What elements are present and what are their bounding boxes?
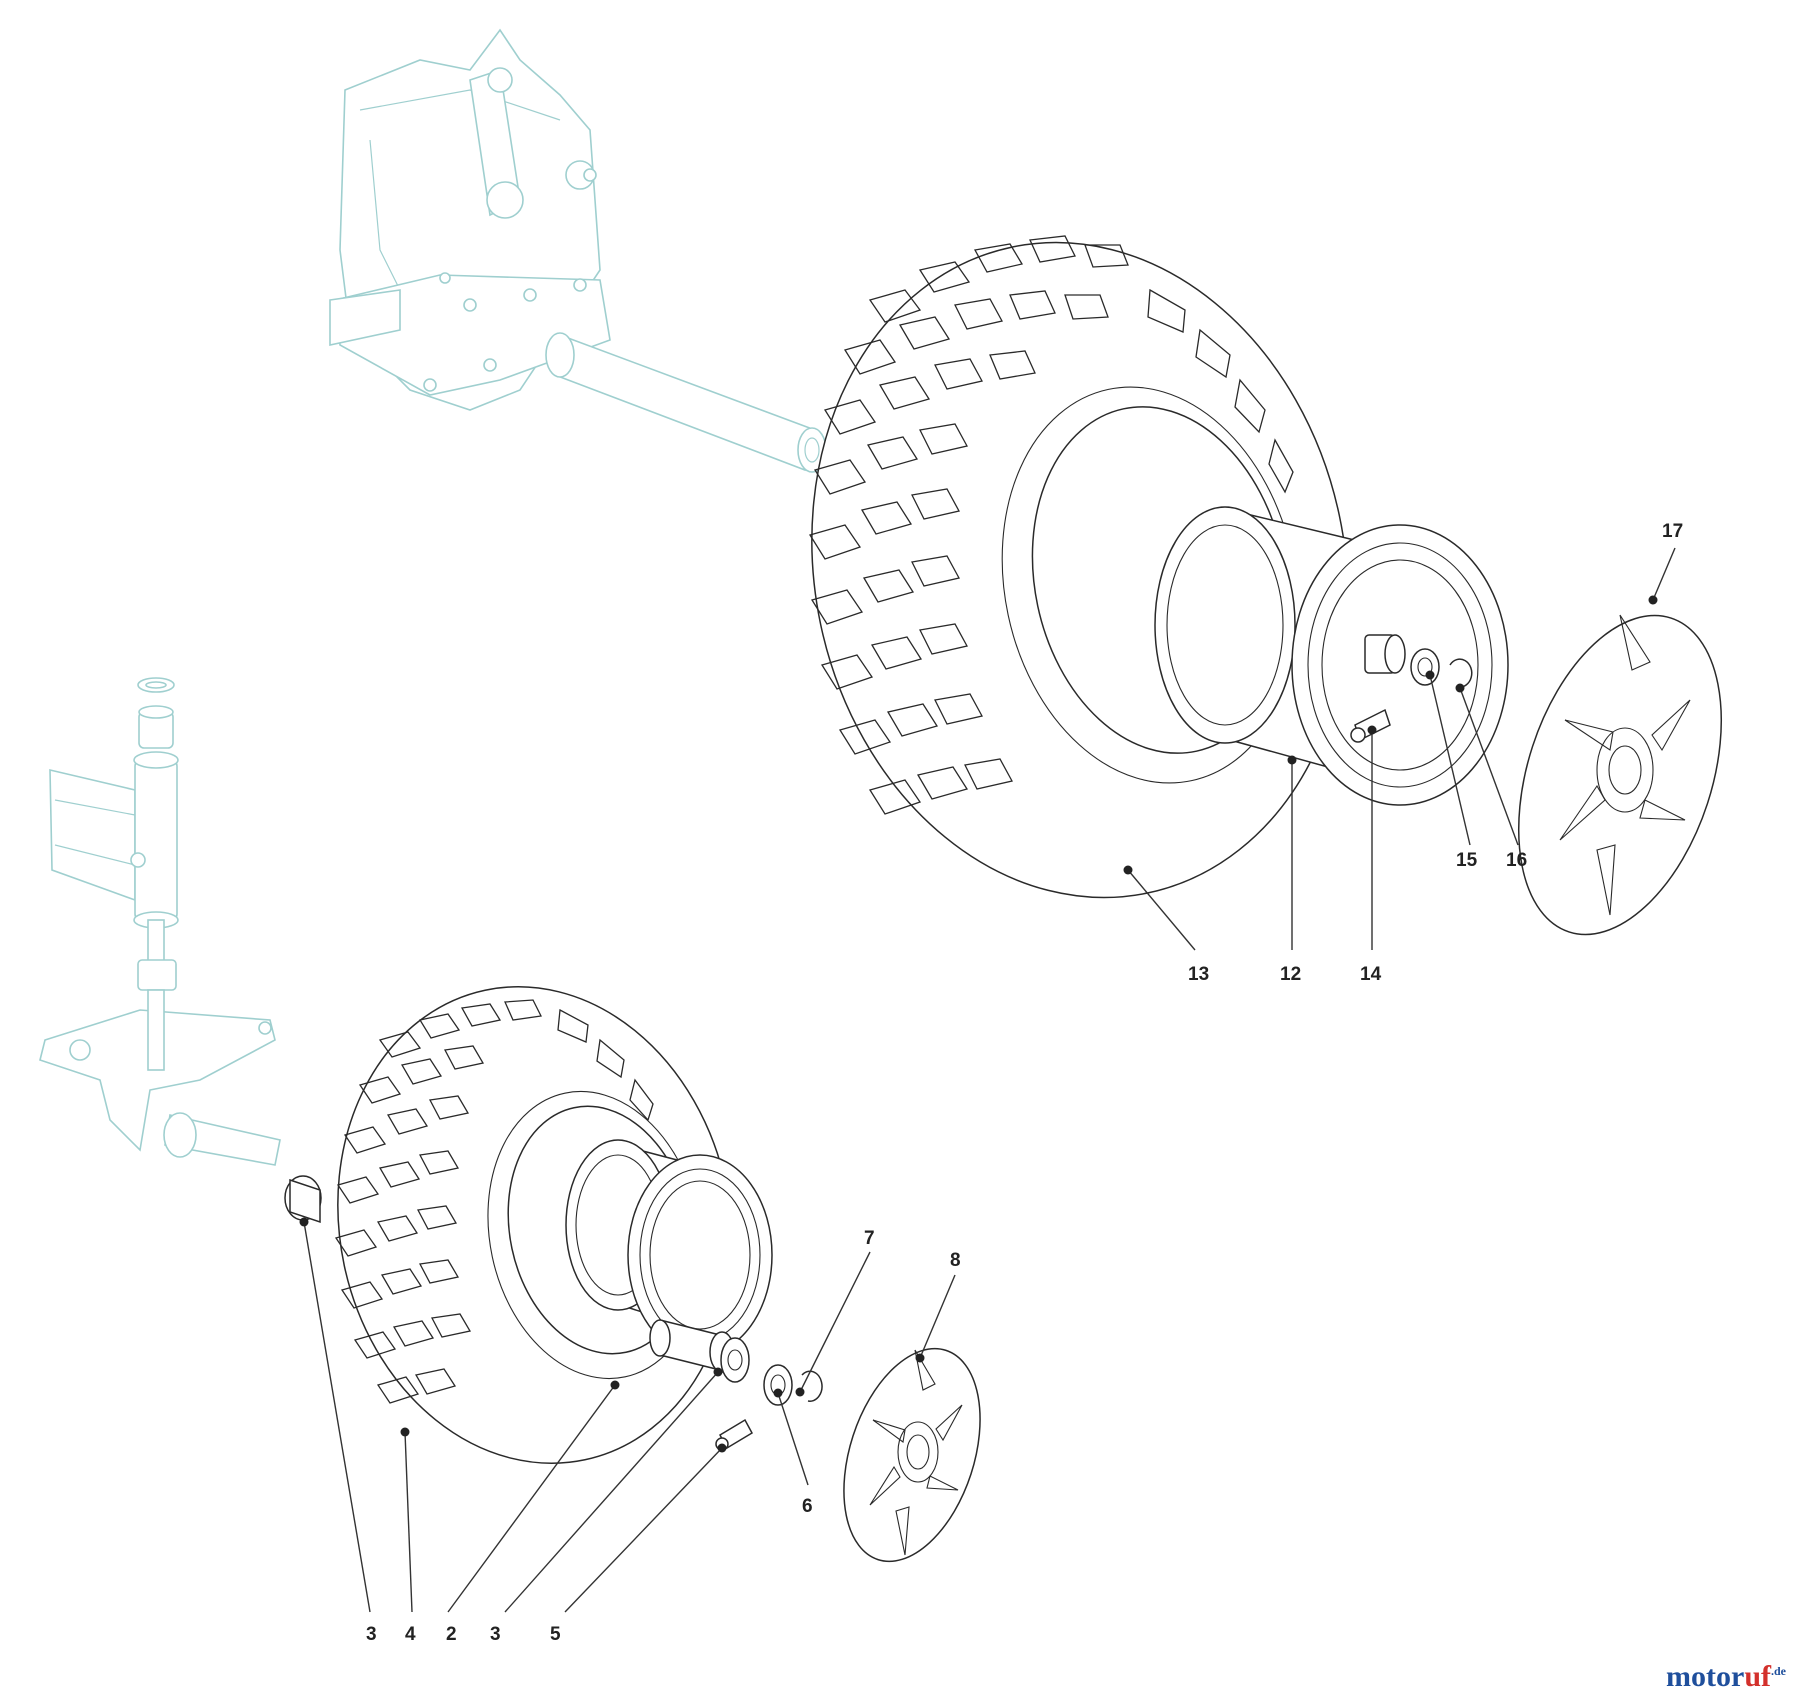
- callout-7: 7: [864, 1228, 875, 1249]
- rear-hubcap: [1517, 614, 1723, 936]
- front-washer: [763, 1364, 793, 1406]
- front-hub: [649, 1319, 750, 1383]
- rear-e-clip: [1449, 658, 1473, 688]
- rear-hub-bushing: [1364, 634, 1406, 674]
- front-rim: [565, 1139, 773, 1356]
- callout-17: 17: [1662, 521, 1683, 542]
- leader-lines: [299, 547, 1676, 1613]
- callout-6: 6: [802, 1496, 813, 1517]
- callout-2: 2: [446, 1624, 457, 1645]
- rear-washer: [1410, 648, 1440, 686]
- front-axle-bushing: [284, 1175, 322, 1224]
- callout-15: 15: [1456, 850, 1478, 871]
- ghost-transaxle: [329, 28, 827, 473]
- callout-4: 4: [405, 1624, 416, 1645]
- callout-5: 5: [550, 1624, 561, 1645]
- callout-12: 12: [1280, 964, 1301, 985]
- callout-3-hub: 3: [490, 1624, 501, 1645]
- watermark-part-3: .de: [1771, 1664, 1786, 1678]
- callout-8: 8: [950, 1250, 961, 1271]
- front-hubcap: [843, 1347, 981, 1563]
- watermark-logo: motoruf.de: [1666, 1660, 1786, 1694]
- callout-numbers: 17 15 16 13 12 14 7 8 6 3 4 2 3 5: [366, 521, 1683, 1645]
- watermark-part-1: motor: [1666, 1660, 1745, 1693]
- watermark-part-2: uf: [1744, 1660, 1771, 1693]
- callout-16: 16: [1506, 850, 1527, 871]
- callout-14: 14: [1360, 964, 1382, 985]
- callout-3-bushing: 3: [366, 1624, 377, 1645]
- front-e-clip: [801, 1370, 823, 1402]
- callout-13: 13: [1188, 964, 1209, 985]
- ghost-front-axle: [39, 677, 281, 1166]
- rear-valve-stem: [1350, 708, 1391, 743]
